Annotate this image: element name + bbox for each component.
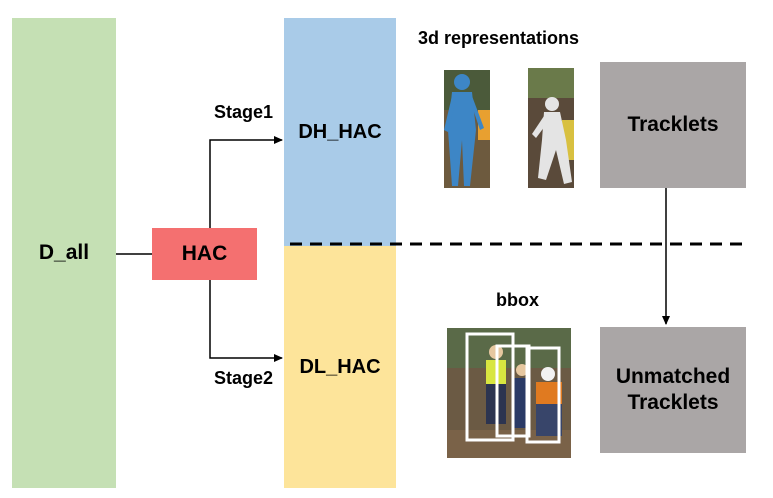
dl-hac-label: DL_HAC [299, 355, 381, 378]
stage1-label: Stage1 [214, 102, 274, 122]
dl-hac-box: DL_HAC [284, 246, 396, 488]
bbox-caption: bbox [496, 290, 539, 310]
hac-label: HAC [181, 242, 228, 265]
stage2-label: Stage2 [214, 368, 274, 388]
dh-hac-label: DH_HAC [298, 120, 382, 143]
3d-representation-image-2 [528, 68, 574, 188]
dh-hac-box: DH_HAC [284, 18, 396, 246]
d-all-label: D_all [38, 241, 90, 264]
stage1-arrow [209, 136, 283, 228]
unmatched-tracklets-box: Unmatched Tracklets [600, 327, 746, 453]
hac-box: HAC [152, 228, 257, 280]
3d-representations-caption: 3d representations [418, 28, 580, 48]
3d-representation-image-1 [444, 70, 490, 188]
d-all-box: D_all [12, 18, 116, 488]
unmatched-tracklets-label: Unmatched Tracklets [615, 365, 731, 414]
bbox-image [447, 328, 571, 458]
tracklets-box: Tracklets [600, 62, 746, 188]
tracklets-label: Tracklets [627, 113, 719, 136]
stage2-arrow [209, 280, 283, 362]
